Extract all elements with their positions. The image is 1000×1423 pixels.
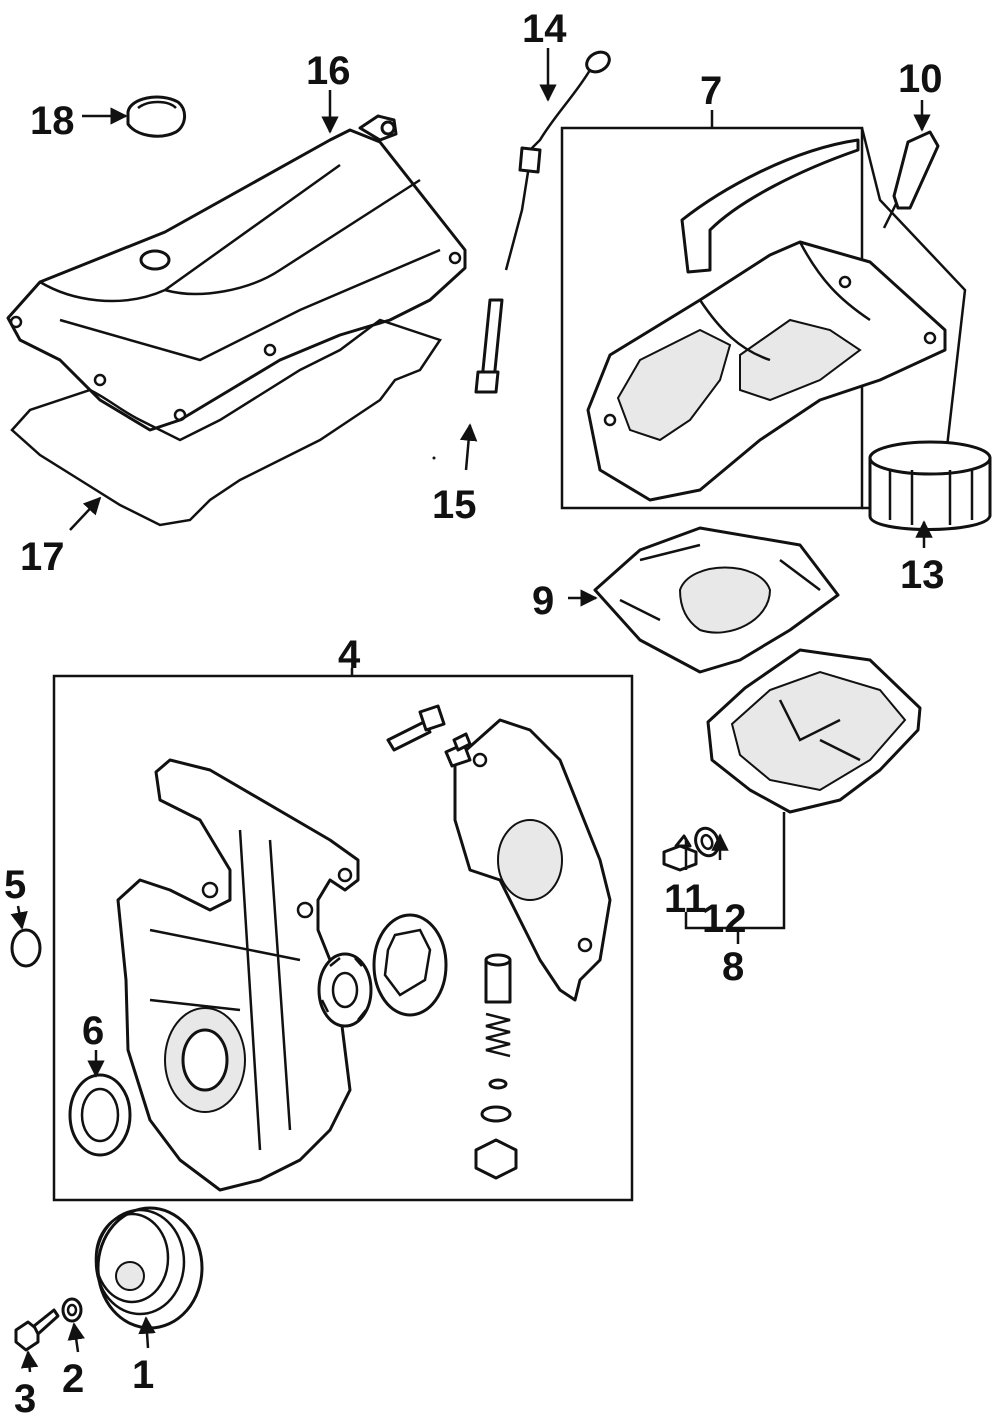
callout-9: 9 [532, 579, 554, 623]
callout-7: 7 [700, 69, 722, 113]
leader-2 [67, 1322, 85, 1353]
oil-pan-lower-part [706, 648, 922, 814]
callout-6: 6 [82, 1009, 104, 1053]
dipstick-tube-part [474, 298, 504, 394]
oil-pump-inner-rotor-part [317, 952, 373, 1028]
callout-17: 17 [20, 535, 65, 579]
o-ring-part [10, 928, 42, 968]
valve-cover-part [6, 114, 467, 432]
callout-8: 8 [722, 945, 744, 989]
relief-valve-plug-part [474, 1138, 518, 1180]
pump-bolt-short-part [444, 732, 472, 768]
leader-3 [20, 1350, 39, 1373]
relief-valve-washer-part [480, 1078, 512, 1123]
oil-filler-cap-part [126, 95, 186, 138]
relief-valve-spring-part [485, 1012, 511, 1058]
pump-bolt-long-part [386, 704, 446, 752]
callout-2: 2 [62, 1357, 84, 1401]
callout-16: 16 [306, 49, 351, 93]
callout-3: 3 [14, 1377, 36, 1421]
oil-pan-gasket-part [593, 526, 840, 674]
front-crank-seal-part [68, 1073, 132, 1157]
sealant-tube-part [882, 130, 940, 229]
pulley-washer-part [61, 1297, 83, 1323]
oil-pan-upper-part [586, 138, 947, 502]
oil-filter-part [868, 440, 992, 531]
oil-pump-outer-rotor-part [372, 913, 448, 1017]
callout-18: 18 [30, 99, 75, 143]
timing-cover-part [116, 758, 360, 1192]
relief-valve-plunger-part [484, 953, 512, 1004]
group-bracket-8 [684, 812, 786, 930]
valve-cover-gasket-part [10, 318, 442, 527]
callout-4: 4 [338, 633, 361, 677]
leader-5 [10, 905, 28, 930]
callout-1: 1 [132, 1353, 154, 1397]
oil-pump-housing-part [453, 718, 612, 1002]
crankshaft-pulley-part [94, 1206, 204, 1330]
callout-13: 13 [900, 553, 945, 597]
pulley-bolt-part [14, 1308, 60, 1352]
dipstick-part [504, 50, 611, 271]
drain-plug-part [662, 834, 698, 872]
callout-14: 14 [522, 7, 567, 51]
leader-1 [138, 1316, 156, 1349]
callout-12: 12 [702, 897, 747, 941]
callout-5: 5 [4, 863, 26, 907]
callout-15: 15 [432, 483, 477, 527]
front-cover-group-box [52, 674, 634, 1202]
callout-10: 10 [898, 57, 943, 101]
leader-17 [69, 496, 102, 531]
leader-15 [459, 423, 478, 471]
